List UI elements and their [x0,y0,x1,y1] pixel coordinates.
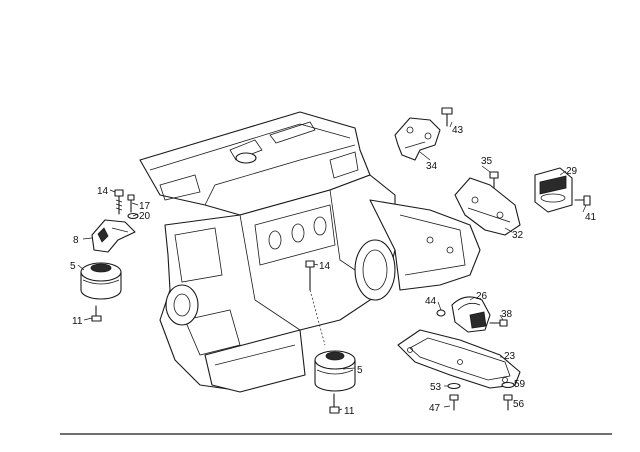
fasteners-bottom [447,381,515,411]
center-mount-group [305,260,356,414]
callout-11-center: 11 [344,406,355,417]
callout-53: 53 [430,382,442,393]
left-mount-group [80,189,139,322]
callout-59: 59 [514,379,526,390]
callout-14-left: 14 [97,186,109,197]
callout-38: 38 [501,309,513,320]
callout-47: 47 [429,403,441,414]
bracket-34-group [394,107,453,161]
callout-43: 43 [452,125,464,136]
callout-5-left: 5 [70,261,76,272]
callout-44: 44 [425,296,437,307]
callout-29: 29 [566,166,578,177]
callout-34: 34 [426,161,438,172]
callout-14-center: 14 [319,261,331,272]
callout-20: 20 [139,211,151,222]
leader-lines [77,121,587,411]
callout-56: 56 [513,399,525,410]
callout-11-left: 11 [72,316,83,327]
callout-26: 26 [476,291,488,302]
callout-5-center: 5 [357,365,363,376]
callout-23: 23 [504,351,516,362]
callout-17: 17 [139,201,151,212]
bracket-26-group [436,296,508,333]
bracket-32-group [454,171,521,236]
callout-35: 35 [481,156,493,167]
crossmember-23-group [397,329,521,389]
mount-29-group [534,167,591,213]
callout-41: 41 [585,212,597,223]
callout-32: 32 [512,230,524,241]
callout-8: 8 [73,235,79,246]
engine-block [139,111,481,393]
callout-labels: 14 17 20 8 5 11 14 5 11 43 34 35 29 41 3… [70,125,597,417]
